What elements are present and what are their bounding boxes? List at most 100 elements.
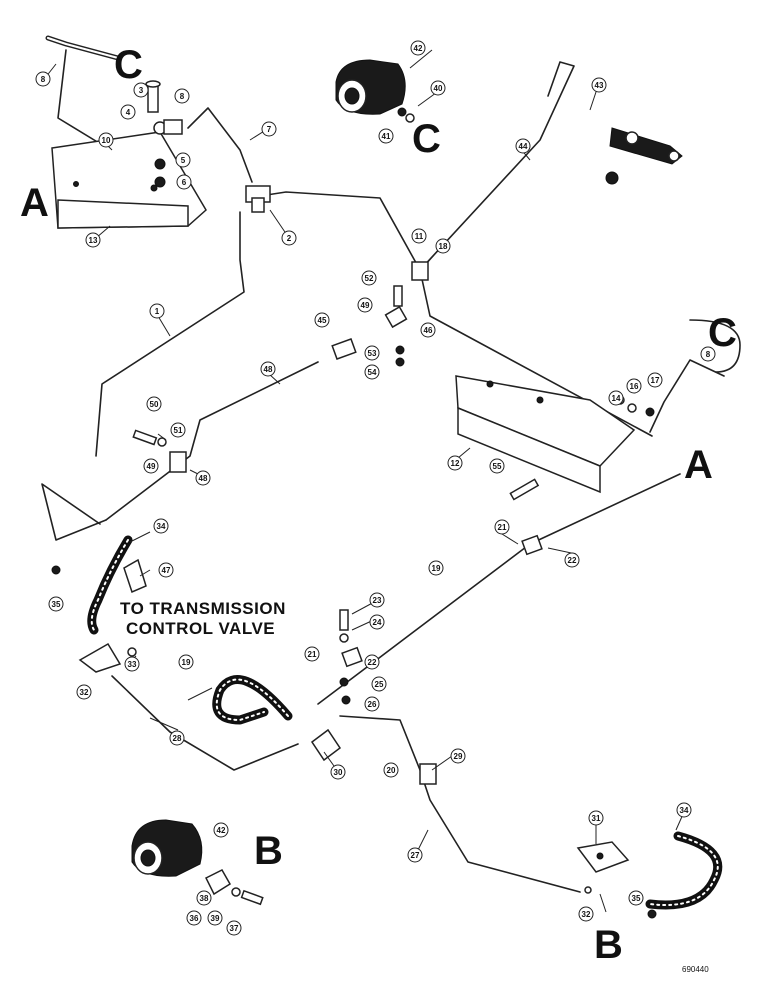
- callout-45: 45: [314, 312, 330, 328]
- svg-text:42: 42: [414, 44, 423, 53]
- callout-24: 24: [369, 614, 385, 630]
- callout-8a: 8: [35, 71, 51, 87]
- svg-text:39: 39: [211, 914, 220, 923]
- callout-19a: 19: [428, 560, 444, 576]
- svg-text:40: 40: [434, 84, 443, 93]
- callout-28: 28: [169, 730, 185, 746]
- svg-text:51: 51: [174, 426, 183, 435]
- callout-41: 41: [378, 128, 394, 144]
- callout-16: 16: [626, 378, 642, 394]
- svg-text:49: 49: [361, 301, 370, 310]
- brake-hoses: [87, 535, 723, 910]
- callout-22a: 22: [564, 552, 580, 568]
- svg-text:31: 31: [592, 814, 601, 823]
- wheel-cylinders: [131, 59, 683, 906]
- letter-b-right: B: [594, 923, 623, 967]
- letter-a-left: A: [20, 181, 49, 225]
- callout-43: 43: [591, 77, 607, 93]
- callout-52: 52: [361, 270, 377, 286]
- callout-14: 14: [608, 390, 624, 406]
- svg-text:46: 46: [424, 326, 433, 335]
- callout-35b: 35: [628, 890, 644, 906]
- svg-text:35: 35: [632, 894, 641, 903]
- svg-text:47: 47: [162, 566, 171, 575]
- callout-42b: 42: [213, 822, 229, 838]
- section-letters: C C C A A B B: [20, 43, 737, 967]
- svg-text:22: 22: [368, 658, 377, 667]
- callout-30: 30: [330, 764, 346, 780]
- note-line-2: CONTROL VALVE: [126, 619, 275, 638]
- svg-text:37: 37: [230, 924, 239, 933]
- callout-34a: 34: [153, 518, 169, 534]
- callout-51: 51: [170, 422, 186, 438]
- svg-text:8: 8: [706, 350, 711, 359]
- svg-text:26: 26: [368, 700, 377, 709]
- letter-a-right: A: [684, 443, 713, 487]
- svg-text:43: 43: [595, 81, 604, 90]
- svg-text:42: 42: [217, 826, 226, 835]
- svg-text:29: 29: [454, 752, 463, 761]
- callouts: 8 3 8 4 10 7 5 6 13 2 1 48 50 51 49 48 4…: [35, 40, 716, 936]
- callout-13: 13: [85, 232, 101, 248]
- letter-b-left: B: [254, 829, 283, 873]
- svg-text:5: 5: [181, 156, 186, 165]
- svg-text:27: 27: [411, 851, 420, 860]
- callout-36: 36: [186, 910, 202, 926]
- svg-text:45: 45: [318, 316, 327, 325]
- callout-55: 55: [489, 458, 505, 474]
- svg-text:12: 12: [451, 459, 460, 468]
- callout-5: 5: [175, 152, 191, 168]
- svg-text:34: 34: [680, 806, 689, 815]
- brackets: [51, 131, 636, 873]
- callout-8b: 8: [174, 88, 190, 104]
- callout-40: 40: [430, 80, 446, 96]
- callout-38: 38: [196, 890, 212, 906]
- callout-12: 12: [447, 455, 463, 471]
- letter-c-top: C: [114, 43, 143, 87]
- svg-text:4: 4: [126, 108, 131, 117]
- svg-text:44: 44: [519, 142, 528, 151]
- svg-text:1: 1: [155, 307, 160, 316]
- svg-text:16: 16: [630, 382, 639, 391]
- callout-23: 23: [369, 592, 385, 608]
- callout-25: 25: [371, 676, 387, 692]
- svg-text:52: 52: [365, 274, 374, 283]
- callout-53: 53: [364, 345, 380, 361]
- callout-46: 46: [420, 322, 436, 338]
- callout-29: 29: [450, 748, 466, 764]
- svg-text:21: 21: [498, 523, 507, 532]
- callout-49a: 49: [143, 458, 159, 474]
- svg-text:30: 30: [334, 768, 343, 777]
- svg-text:11: 11: [415, 232, 424, 241]
- svg-text:28: 28: [173, 734, 182, 743]
- callout-32b: 32: [578, 906, 594, 922]
- svg-text:6: 6: [182, 178, 187, 187]
- callout-3: 3: [133, 82, 149, 98]
- callout-11: 11: [411, 228, 427, 244]
- svg-text:54: 54: [368, 368, 377, 377]
- callout-32a: 32: [76, 684, 92, 700]
- svg-text:2: 2: [287, 234, 292, 243]
- svg-text:20: 20: [387, 766, 396, 775]
- callout-47: 47: [158, 562, 174, 578]
- callout-48a: 48: [260, 361, 276, 377]
- callout-54: 54: [364, 364, 380, 380]
- svg-text:19: 19: [182, 658, 191, 667]
- note-line-1: TO TRANSMISSION: [120, 599, 286, 618]
- callout-6: 6: [176, 174, 192, 190]
- svg-text:48: 48: [264, 365, 273, 374]
- callout-48b: 48: [195, 470, 211, 486]
- letter-c-mid: C: [412, 117, 441, 161]
- callout-18a: 18: [435, 238, 451, 254]
- svg-text:7: 7: [267, 125, 272, 134]
- callout-44: 44: [515, 138, 531, 154]
- callout-17: 17: [647, 372, 663, 388]
- svg-text:17: 17: [651, 376, 660, 385]
- svg-text:21: 21: [308, 650, 317, 659]
- svg-text:8: 8: [41, 75, 46, 84]
- callout-21a: 21: [494, 519, 510, 535]
- svg-text:38: 38: [200, 894, 209, 903]
- svg-text:32: 32: [582, 910, 591, 919]
